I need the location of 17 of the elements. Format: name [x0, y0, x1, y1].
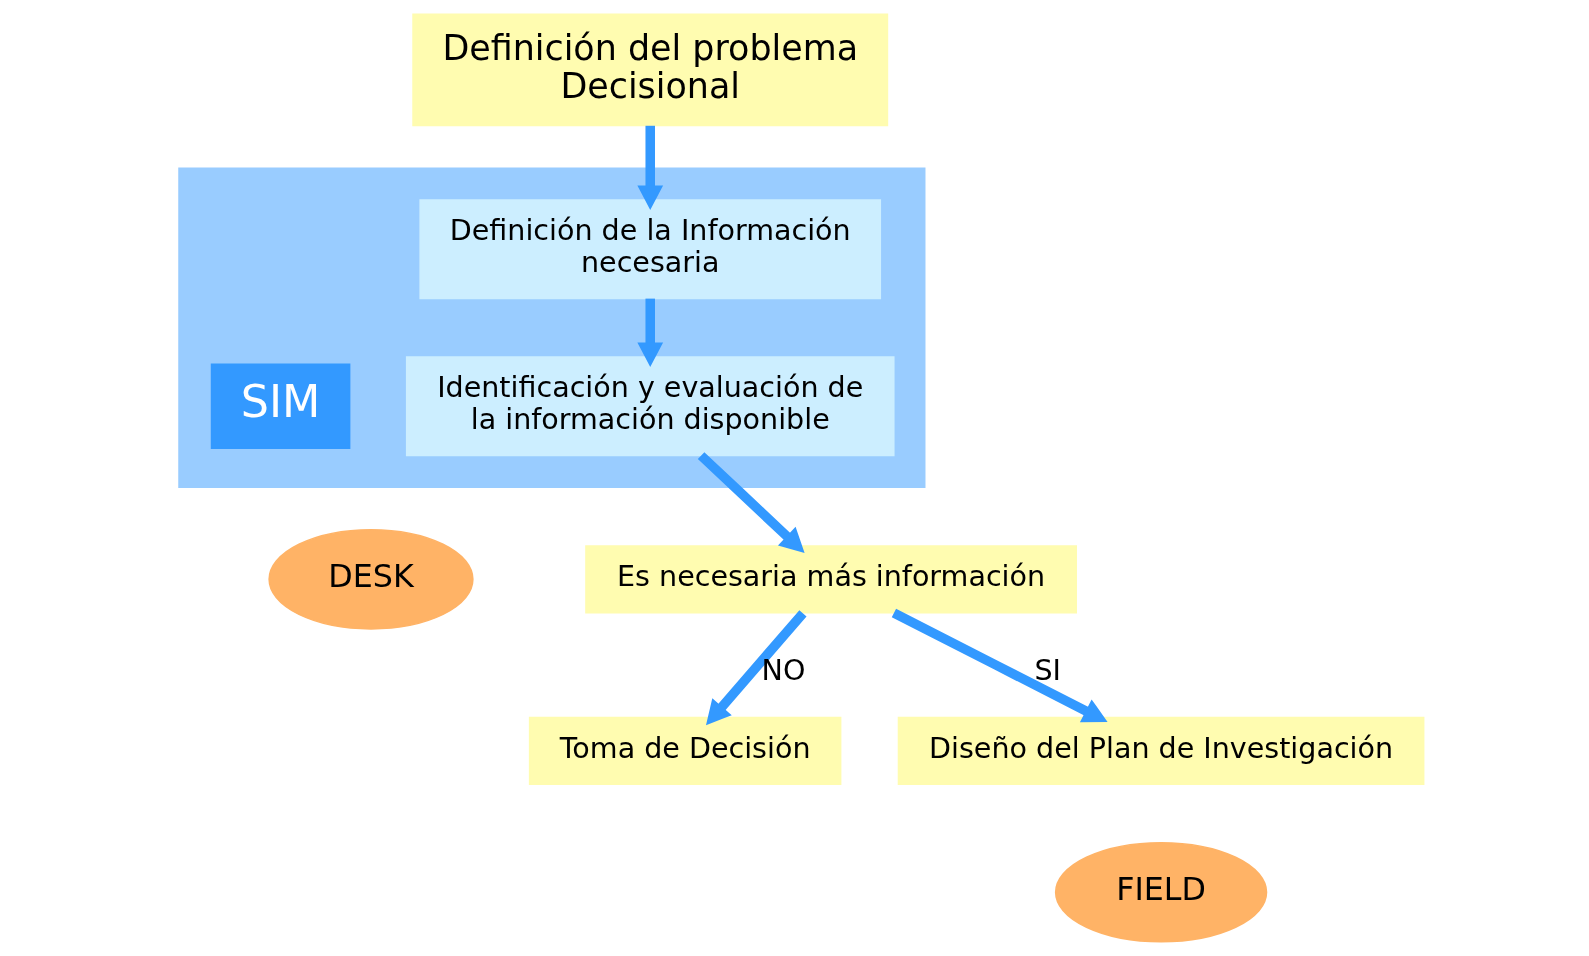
arrow: [891, 608, 1108, 723]
arrow: [697, 452, 805, 553]
node-box: SIM: [210, 363, 350, 450]
arrow: [705, 610, 807, 726]
node-box: Toma de Decisión: [528, 716, 841, 785]
arrow: [636, 125, 663, 210]
cluster: [177, 167, 925, 488]
node-ellipse: FIELD: [1054, 841, 1267, 943]
node-box: Definición del problema Decisional: [411, 13, 888, 127]
edge-label: NO: [761, 653, 805, 688]
arrow: [636, 298, 663, 368]
node-box: Es necesaria más información: [584, 545, 1077, 614]
node-box: Diseño del Plan de Investigación: [897, 716, 1424, 785]
node-box: Definición de la Información necesaria: [418, 199, 881, 300]
node-box: Identificación y evaluación de la información disponible: [405, 356, 895, 457]
node-ellipse: DESK: [267, 529, 474, 630]
edge-label: SI: [1033, 653, 1061, 688]
